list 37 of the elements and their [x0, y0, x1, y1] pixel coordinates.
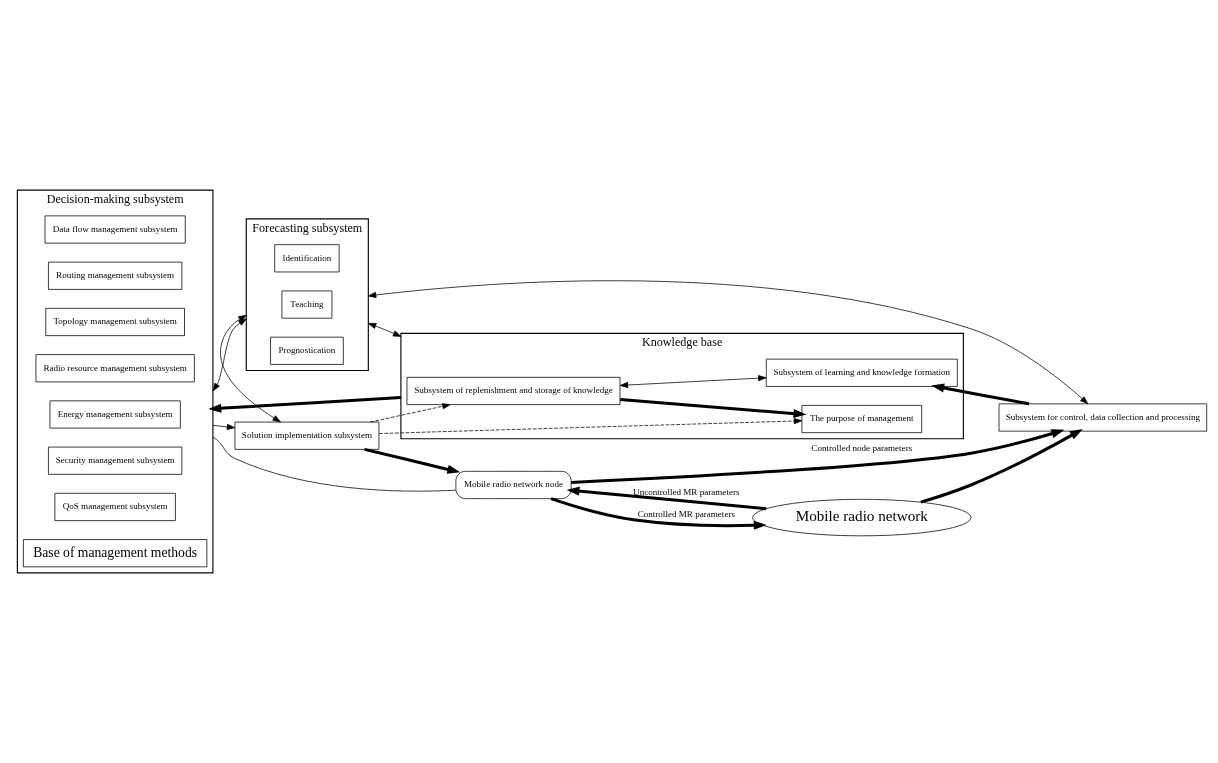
- arrow: [920, 428, 1083, 504]
- edge-label: Controlled MR parameters: [637, 509, 735, 520]
- arrow: [571, 429, 1065, 484]
- arrow: [208, 396, 401, 413]
- node-box: Identification: [274, 244, 340, 273]
- arrow: [931, 383, 1030, 406]
- node-box: Security management subsystem: [48, 446, 183, 475]
- arrow: [212, 423, 236, 430]
- node-box: Topology management subsystem: [45, 307, 185, 336]
- node-box: Subsystem for control, data collection and processing: [998, 403, 1208, 432]
- arrow: [620, 398, 807, 419]
- node-box: Radio resource management subsystem: [35, 354, 195, 383]
- connector: [212, 436, 456, 492]
- node-box: Base of management methods: [23, 539, 208, 568]
- node-box: Subsystem of learning and knowledge formation: [765, 358, 958, 387]
- arrow: [566, 486, 767, 511]
- arrow: [369, 403, 451, 423]
- node-box: Routing management subsystem: [48, 261, 183, 290]
- node-box: Prognostication: [270, 336, 344, 365]
- arrow: [378, 418, 803, 434]
- node-box: Data flow management subsystem: [44, 215, 186, 244]
- node-box: Mobile radio network node: [455, 470, 572, 499]
- arrow: [367, 280, 1089, 405]
- arrow: [367, 322, 402, 337]
- arrow: [364, 447, 461, 474]
- arrow: [550, 497, 767, 530]
- arrow: [212, 318, 247, 392]
- node-box: The purpose of management: [801, 405, 923, 434]
- node-box: Solution implementation subsystem: [234, 421, 380, 450]
- node-box: Energy management subsystem: [49, 400, 181, 429]
- node-box: Subsystem of replenishment and storage of knowledge: [406, 376, 621, 405]
- edge-label: Controlled node parameters: [811, 442, 913, 453]
- arrow: [619, 375, 767, 389]
- node-box: Teaching: [281, 290, 333, 319]
- edge-label: Uncontrolled MR parameters: [633, 486, 740, 497]
- arrow: [220, 314, 281, 423]
- node-box: QoS management subsystem: [54, 492, 176, 521]
